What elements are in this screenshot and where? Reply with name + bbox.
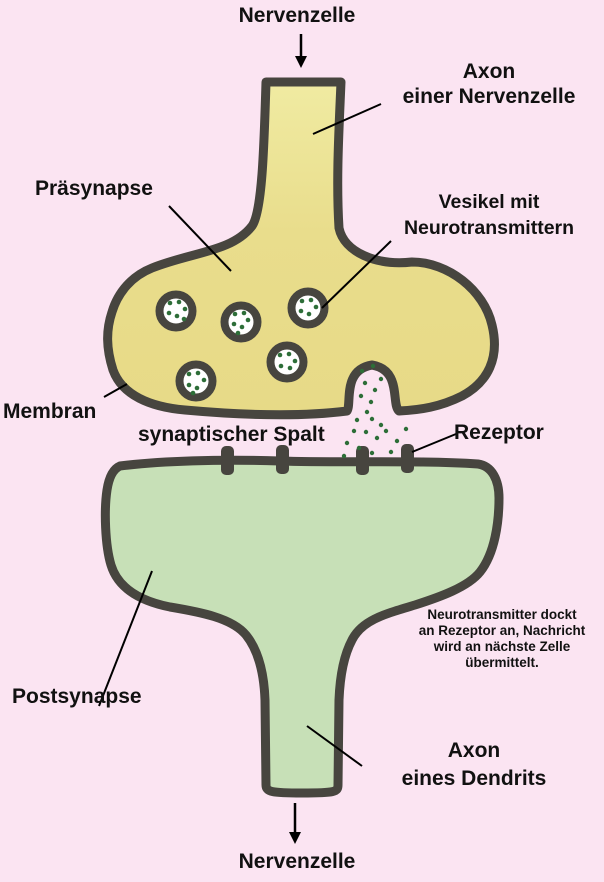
vesicle bbox=[266, 341, 308, 383]
label-membran: Membran bbox=[3, 400, 97, 423]
label-line: Neurotransmittern bbox=[403, 217, 575, 239]
presynapse-shape bbox=[103, 77, 499, 420]
vesicle bbox=[155, 290, 197, 332]
label-line: Axon bbox=[447, 739, 501, 762]
vesicles bbox=[155, 287, 329, 402]
note-line: wird an nächste Zelle bbox=[433, 639, 571, 654]
pointer-vesikel bbox=[321, 240, 392, 309]
note-line: Neurotransmitter dockt bbox=[427, 607, 577, 622]
pointer-membran bbox=[103, 383, 128, 398]
vesicle bbox=[287, 287, 329, 329]
vesicle bbox=[220, 301, 262, 343]
label-line: Vesikel mit bbox=[438, 191, 540, 213]
label-neurotransmitter-note: Neurotransmitter dockt an Rezeptor an, N… bbox=[406, 607, 598, 671]
label-nervenzelle-bottom: Nervenzelle bbox=[238, 850, 356, 873]
receptor-bar bbox=[221, 446, 234, 475]
pointer-praesynapse bbox=[168, 205, 232, 272]
label-line: Axon bbox=[462, 60, 516, 83]
label-axon-eines-dendrits: Axon eines Dendrits bbox=[374, 737, 574, 793]
label-vesikel-mit-neurotransmittern: Vesikel mit Neurotransmittern bbox=[382, 189, 596, 241]
receptor-bar bbox=[356, 446, 369, 475]
down-arrow-icon bbox=[295, 34, 307, 68]
pointer-postsynapse bbox=[98, 570, 153, 707]
receptor-bars bbox=[221, 444, 414, 475]
label-line: eines Dendrits bbox=[401, 767, 547, 790]
label-synaptischer-spalt: synaptischer Spalt bbox=[138, 423, 325, 446]
postsynapse-shape bbox=[100, 455, 504, 798]
note-line: an Rezeptor an, Nachricht bbox=[418, 623, 586, 638]
down-arrow-icon bbox=[289, 803, 301, 844]
note-line: übermittelt. bbox=[465, 655, 539, 670]
pointer-rezeptor bbox=[411, 433, 457, 453]
label-praesynapse: Präsynapse bbox=[35, 177, 153, 200]
label-line: einer Nervenzelle bbox=[402, 85, 576, 108]
label-nervenzelle-top: Nervenzelle bbox=[238, 4, 356, 27]
receptor-bar bbox=[276, 445, 289, 474]
pointer-axon-top bbox=[312, 103, 382, 135]
pointer-lines bbox=[98, 103, 457, 767]
label-rezeptor: Rezeptor bbox=[454, 421, 544, 444]
pointer-axon-bottom bbox=[306, 725, 363, 767]
vesicle bbox=[175, 360, 217, 402]
label-axon-einer-nervenzelle: Axon einer Nervenzelle bbox=[386, 59, 592, 109]
label-postsynapse: Postsynapse bbox=[12, 685, 142, 708]
receptor-bar bbox=[401, 444, 414, 473]
neurotransmitter-dots bbox=[341, 363, 409, 459]
